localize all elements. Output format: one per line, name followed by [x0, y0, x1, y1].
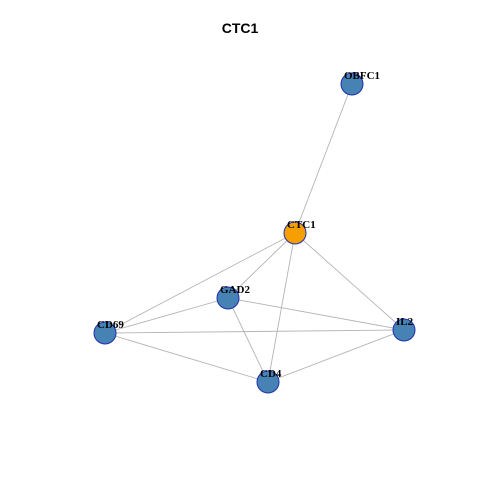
diagram-title: CTC1 [221, 20, 259, 36]
edge-cd69-cd4 [104, 332, 269, 383]
edge-layer [104, 83, 405, 383]
node-ctc1[interactable] [283, 221, 307, 245]
node-label-gad2: GAD2 [220, 284, 250, 296]
node-label-obfc1: OBFC1 [344, 70, 380, 82]
node-label-cd4: CD4 [260, 368, 282, 380]
node-gad2[interactable] [216, 286, 240, 310]
edge-gad2-cd69 [104, 297, 229, 334]
node-label-il2: IL2 [396, 316, 414, 328]
node-il2[interactable] [392, 318, 416, 342]
node-layer [93, 72, 416, 394]
edge-obfc1-ctc1 [294, 83, 353, 234]
edge-ctc1-cd69 [104, 232, 296, 334]
node-label-cd69: CD69 [97, 319, 124, 331]
node-cd69[interactable] [93, 321, 117, 345]
edge-gad2-il2 [227, 297, 405, 331]
edge-ctc1-il2 [294, 232, 405, 331]
edge-ctc1-gad2 [227, 232, 296, 299]
edge-gad2-cd4 [227, 297, 269, 383]
node-label-ctc1: CTC1 [287, 219, 316, 231]
node-obfc1[interactable] [340, 72, 364, 96]
edge-cd69-il2 [104, 329, 405, 334]
edge-il2-cd4 [267, 329, 405, 383]
node-cd4[interactable] [256, 370, 280, 394]
